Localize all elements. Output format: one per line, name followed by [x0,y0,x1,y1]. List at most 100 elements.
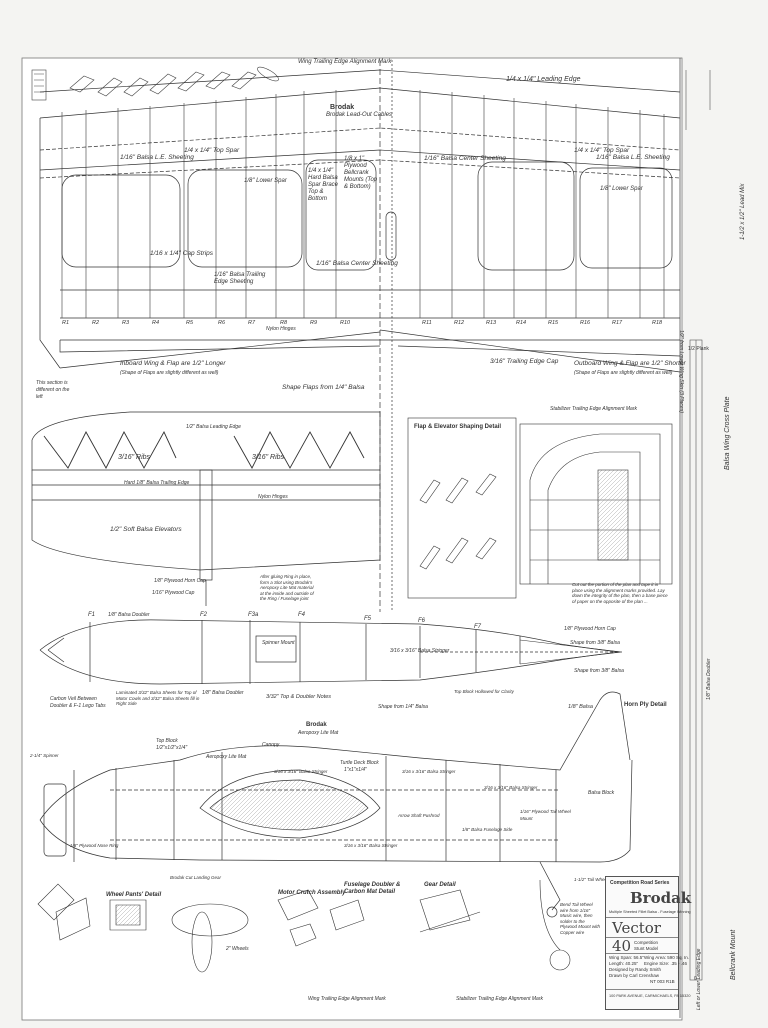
wheels-label: 2" Wheels [226,946,249,952]
fuselage-side-view [39,691,633,918]
f4-label: F4 [298,612,306,618]
rib-number: R2 [92,320,100,326]
leading-edge-label: 1/4 x 1/4" Leading Edge [506,76,581,83]
title-tagline: Multiple Sheeted Fillet Balsa - Fuselage… [609,910,691,914]
stab-te-label: Hard 1/8" Balsa Trailing Edge [124,480,190,486]
landing-gear-note: Brodak Cut Landing Gear [170,875,222,880]
elevators-label: 1/2" Soft Balsa Elevators [110,526,182,533]
rib-number: R13 [486,320,497,326]
stab-le-label: 1/2" Balsa Leading Edge [186,424,241,430]
f6-label: F6 [418,618,426,624]
inboard-sub: (Shape of Flaps are slightly different a… [120,370,219,376]
stab-ribs-left: 3/16" Ribs [118,454,151,461]
tail-wheel-size-label: 1-1/2" Tail Wheel [574,877,608,882]
plywood-mount: 1/8 x 1" Plywood Bellcrank Mounts (Top &… [344,156,378,190]
fuselage-top-view [39,619,623,685]
wing-alignment-label: Wing Trailing Edge Alignment Mark [298,59,392,65]
rib-number: R7 [248,320,256,326]
wing-trailing-bottom: Wing Trailing Edge Alignment Mark [308,996,386,1002]
flap-detail-title: Flap & Elevator Shaping Detail [414,424,502,430]
balsa-block-label: Balsa Block [588,790,615,796]
plywood-horn-label: 1/8" Plywood Horn Cap [564,626,616,632]
lower-spar-left: 1/8" Lower Spar [244,178,287,184]
scale-zero: 0 [694,976,697,982]
wing-note-left: This section is different on the left [36,380,70,400]
title-address: 100 PARK AVENUE, CARMICHAELS, PA 15320 [609,994,691,998]
ply-cap-label: 1/16" Plywood Cap [152,590,195,596]
rib-number: R3 [122,320,130,326]
wing-plan [39,60,681,612]
brodak-side-brand: Brodak [306,722,327,728]
rib-number: R5 [186,320,194,326]
top-left-parts [31,66,279,101]
shape-14-label: Shape from 1/4" Balsa [378,704,428,710]
rib-number: R1 [62,320,70,326]
balsa-doubler-label: 1/8" Balsa Doubler [202,690,244,696]
laminated-note: Laminated 3/32" Balsa Sheets for Top of … [116,690,200,706]
title-type: Competition [634,940,659,945]
f1-label: F1 [88,612,96,618]
rib-number: R16 [580,320,591,326]
tail-wheel-note: Bend Tail Wheel wire from 1/16" Music wi… [560,902,601,935]
stabilizer-plan [31,411,381,606]
gear-detail-title: Gear Detail [424,882,456,888]
fuselage-side-label: 1/8" Balsa Fuselage Side [462,827,513,832]
center-sheet-right: 1/16" Balsa Center Sheeting [424,155,506,162]
inboard-label: Inboard Wing & Flap are 1/2" Longer [120,360,226,367]
fin-label: 1/8" Balsa [568,704,593,710]
top-block-note: Top Block Hollowed for Clarity [454,689,514,694]
brodak-cutout-brand: Brodak [330,104,355,111]
outboard-sub: (Shape of Flaps are slightly different a… [574,370,673,376]
le-sheet-left: 1/16" Balsa L.E. Sheeting [120,154,194,161]
flaps-label: Shape Flaps from 1/4" Balsa [282,384,365,391]
right-margin-lines [685,70,711,981]
f7-label: F7 [474,624,482,630]
le-sheet-right: 1/16" Balsa L.E. Sheeting [596,154,670,161]
right-note-4: 1/8" Balsa Doubler [706,658,712,700]
center-sheet-left: 1/16" Balsa Center Sheeting [316,260,398,267]
rib-number: R12 [454,320,465,326]
right-note-5: 1-1/2 x 1/2" Lead Mix [740,183,746,241]
hard-balsa-brace: 1/4 x 1/4" Hard Balsa Spar Brace Top & B… [308,168,339,202]
canopy-label: Canopy [262,742,280,748]
stab-trailing-bottom: Stabilizer Trailing Edge Alignment Mark [456,996,543,1002]
shape-38b-label: Shape from 3/8" Balsa [574,668,624,674]
horn-cap-label: 1/8" Plywood Horn Cap [154,578,206,584]
turtle-deck-sub: 1"x1"x1/4" [344,767,367,773]
rib-number: R15 [548,320,559,326]
rib-number: R6 [218,320,226,326]
f2-label: F2 [200,612,208,618]
nose-detail-box [519,423,673,585]
title-designed: Designed by Randy Smith [609,967,662,972]
bottom-details [37,879,571,973]
rib-number: R4 [152,320,160,326]
title-model: Vector 40 [612,919,661,955]
rib-number: R11 [422,320,432,326]
te-cap-label: 3/16" Trailing Edge Cap [490,358,559,365]
carbon-label: Carbon Veil Between Doubler & F-1 Lego T… [50,696,106,709]
title-sheet: NT 003 R1B [650,979,675,984]
top-stringer-label: 3/16 x 3/16" Balsa Stringer [390,648,450,654]
right-note-1: 1/2" from Lower Wing Skin (3 Places) [678,330,684,413]
stab-ribs-right: 3/16" Ribs [252,454,285,461]
plywood-tail-label: 1/16" Plywood Tail Wheel Mount [520,809,571,821]
stringer1-label: 3/16 x 3/16" Balsa Stringer [274,769,328,774]
nose-detail-title: Horn Ply Detail [624,702,667,708]
stab-hinges-label: Nylon Hinges [258,494,288,500]
shape-38-label: Shape from 3/8" Balsa [570,640,620,646]
glue-note: After gluing Ring in place, form a Slot … [260,574,314,601]
arrow-shaft-label: Arrow Shaft Pushrod [398,813,440,818]
title-length: Length: 40.25" [609,961,639,966]
rib-number: R18 [652,320,663,326]
scale-label: 1/2 Plank [688,346,709,352]
rib-number: R17 [612,320,623,326]
stringer4-label: 3/16 x 3/16" Balsa Stringer [344,843,398,848]
te-sheet-label: 1/16" Balsa Trailing Edge Sheeting [214,272,266,285]
f5-label: F5 [364,616,372,622]
right-note-3: Bellcrank Mount [730,929,737,980]
outboard-label: Outboard Wing & Flap are 1/2" Shorter [574,360,686,367]
right-note-6: Left or Lower Leading Edge [696,948,702,1010]
top-spar-left: 1/4 x 1/4" Top Spar [184,147,240,154]
rib-number: R14 [516,320,527,326]
rib-number: R10 [340,320,351,326]
